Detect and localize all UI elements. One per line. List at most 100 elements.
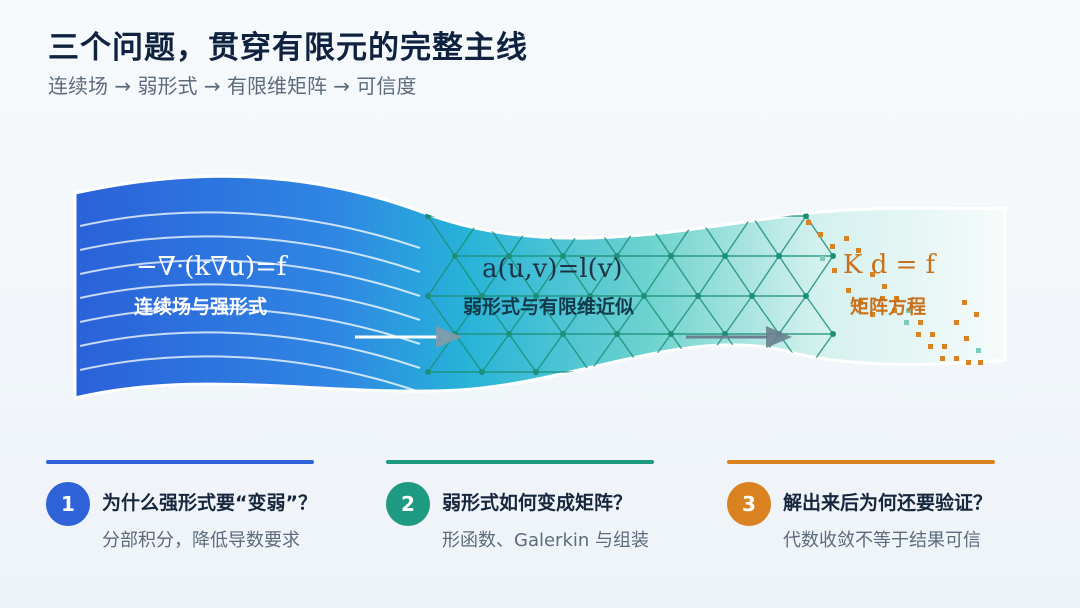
matrix-entry — [820, 256, 825, 261]
question-title: 解出来后为何还要验证？ — [783, 492, 993, 514]
mesh-edge — [589, 295, 618, 335]
mesh-edge — [778, 255, 807, 297]
question-card-2: 2 弱形式如何变成矩阵？ 形函数、Galerkin 与组装 — [386, 460, 706, 580]
mesh-edge — [724, 255, 753, 297]
matrix-entry — [964, 336, 969, 341]
mesh-edge — [454, 295, 483, 335]
mesh-node — [587, 369, 593, 375]
question-detail: 代数收敛不等于结果可信 — [783, 530, 981, 551]
question-detail: 分部积分，降低导数要求 — [102, 530, 300, 551]
mesh-edge — [454, 333, 483, 373]
mesh-node — [425, 369, 431, 375]
mesh-node — [695, 293, 701, 299]
mesh-node — [803, 369, 809, 375]
mesh-node — [533, 293, 539, 299]
matrix-entry — [966, 360, 971, 365]
mesh-edge — [589, 333, 618, 373]
matrix-entry — [856, 248, 861, 253]
matrix-entry — [916, 332, 921, 337]
matrix-entry — [918, 320, 923, 325]
matrix-entry — [942, 344, 947, 349]
matrix-label: 矩阵方程 — [850, 296, 927, 318]
mesh-node — [560, 331, 566, 337]
mesh-edge — [778, 215, 807, 257]
mesh-edge — [562, 333, 591, 373]
mesh-edge — [697, 295, 726, 335]
matrix-entry — [906, 308, 911, 313]
question-number: 1 — [46, 482, 90, 526]
weak-form-formula: a(u,v)=l(v) — [482, 254, 623, 284]
mesh-edge — [562, 255, 591, 297]
mesh-node — [587, 213, 593, 219]
matrix-entry — [882, 284, 887, 289]
mesh-edge — [751, 215, 780, 257]
mesh-edge — [508, 295, 537, 335]
mesh-node — [695, 369, 701, 375]
mesh-edge — [805, 295, 834, 335]
matrix-entry — [846, 288, 851, 293]
mesh-edge — [724, 215, 753, 257]
question-title: 弱形式如何变成矩阵？ — [442, 492, 633, 514]
mesh-edge — [805, 255, 834, 297]
mesh-node — [506, 253, 512, 259]
mesh-edge — [481, 333, 510, 373]
mesh-edge — [508, 255, 537, 297]
matrix-entry — [870, 272, 875, 277]
mesh-node — [452, 253, 458, 259]
mesh-node — [587, 293, 593, 299]
matrix-entry — [892, 308, 897, 313]
mesh-edge — [724, 295, 753, 335]
mesh-edge — [427, 295, 456, 335]
mesh-edge — [427, 255, 456, 297]
strong-form-label: 连续场与强形式 — [134, 296, 268, 318]
mesh-edge — [643, 295, 672, 335]
matrix-formula: K d = f — [843, 250, 936, 280]
mesh-edge — [616, 295, 645, 335]
card-accent-bar — [386, 460, 654, 464]
matrix-entry — [844, 236, 849, 241]
band-shape — [73, 174, 1007, 400]
matrix-entry — [976, 348, 981, 353]
mesh-node — [722, 253, 728, 259]
matrix-entry — [954, 320, 959, 325]
matrix-entry — [894, 296, 899, 301]
question-number: 2 — [386, 482, 430, 526]
matrix-entry — [904, 320, 909, 325]
question-detail: 形函数、Galerkin 与组装 — [442, 530, 650, 551]
matrix-entry — [978, 360, 983, 365]
mesh-node — [830, 253, 836, 259]
matrix-entry — [830, 244, 835, 249]
mesh-edge — [589, 255, 618, 297]
mesh-node — [641, 369, 647, 375]
question-card-3: 3 解出来后为何还要验证？ 代数收敛不等于结果可信 — [727, 460, 1047, 580]
matrix-entry — [962, 300, 967, 305]
mesh-node — [506, 331, 512, 337]
page-subtitle: 连续场 → 弱形式 → 有限维矩阵 → 可信度 — [48, 74, 417, 98]
matrix-entry — [818, 232, 823, 237]
card-accent-bar — [727, 460, 995, 464]
mesh-edge — [751, 255, 780, 297]
mesh-edge — [751, 295, 780, 335]
mesh-node — [749, 213, 755, 219]
mesh-edge — [481, 255, 510, 297]
question-title: 为什么强形式要“变弱”？ — [102, 492, 317, 514]
mesh-node — [641, 293, 647, 299]
matrix-entry — [930, 332, 935, 337]
weak-form-label: 弱形式与有限维近似 — [463, 296, 635, 318]
question-card-1: 1 为什么强形式要“变弱”？ 分部积分，降低导数要求 — [46, 460, 366, 580]
matrix-entry — [806, 220, 811, 225]
page-title: 三个问题，贯穿有限元的完整主线 — [48, 30, 528, 66]
mesh-edge — [562, 295, 591, 335]
mesh-node — [479, 369, 485, 375]
mesh-edge — [643, 255, 672, 297]
mesh-node — [641, 213, 647, 219]
mesh-node — [560, 253, 566, 259]
mesh-node — [668, 253, 674, 259]
mesh-node — [776, 253, 782, 259]
matrix-entry — [832, 268, 837, 273]
matrix-entry — [974, 312, 979, 317]
matrix-entry — [940, 356, 945, 361]
mesh-node — [425, 293, 431, 299]
mesh-edge — [535, 333, 564, 373]
